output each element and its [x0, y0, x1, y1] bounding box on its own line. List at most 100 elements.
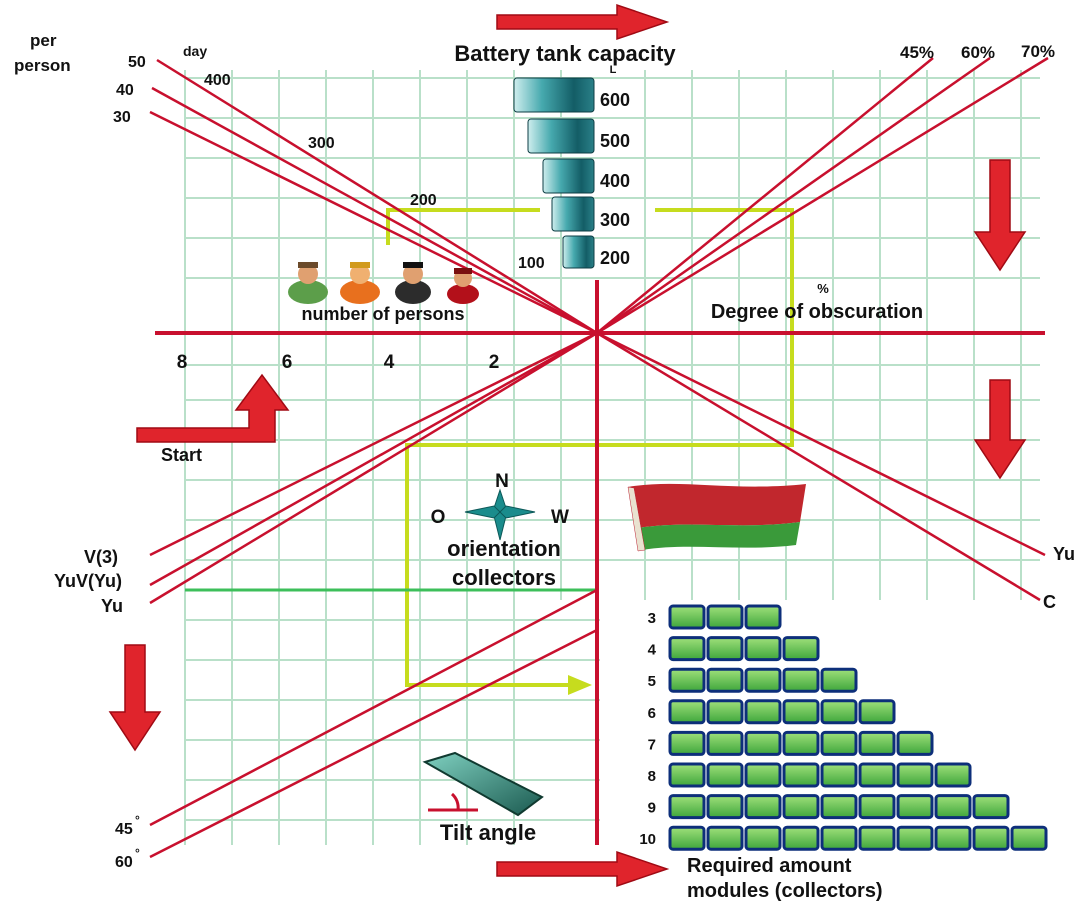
module-count-label: 4	[648, 642, 657, 659]
collector-module-icon	[820, 762, 858, 788]
collector-module-icon	[896, 825, 934, 851]
collector-module-icon	[706, 762, 744, 788]
tilt-angle-value: 45	[115, 821, 133, 838]
collector-module-icon	[668, 699, 706, 725]
collector-module-icon	[934, 825, 972, 851]
per-person-label: person	[14, 56, 71, 75]
compass-east-label: W	[551, 507, 569, 528]
day-value-label: 200	[410, 192, 437, 209]
persons-tick-label: 8	[177, 352, 188, 373]
per-person-value: 40	[116, 82, 134, 99]
collector-module-icon	[858, 699, 896, 725]
obscuration-axis-label: Degree of obscuration	[711, 301, 923, 323]
tank-capacity-label: 600	[600, 90, 630, 110]
collector-module-icon	[706, 667, 744, 693]
collector-module-icon	[744, 762, 782, 788]
module-count-label: 8	[648, 768, 656, 785]
day-value-label: 400	[204, 72, 231, 89]
collector-module-icon	[668, 604, 706, 630]
collector-module-icon	[896, 794, 934, 820]
orientation-right-label: Yu	[1053, 544, 1075, 564]
collector-module-icon	[820, 667, 858, 693]
tank-icon	[527, 118, 595, 154]
degree-mark: °	[135, 846, 140, 860]
collector-module-icon	[706, 794, 744, 820]
collector-module-icon	[896, 762, 934, 788]
battery-tank-icons	[513, 77, 595, 269]
collector-module-icon	[668, 730, 706, 756]
persons-tick-label: 4	[384, 352, 395, 373]
day-value-label: 100	[518, 255, 545, 272]
collector-module-icon	[744, 667, 782, 693]
orientation-label: orientation	[447, 536, 561, 561]
collector-module-icon	[820, 825, 858, 851]
collector-module-icon	[820, 794, 858, 820]
tank-icon	[551, 196, 595, 232]
obscuration-unit-label: %	[817, 281, 829, 296]
collector-module-icon	[782, 794, 820, 820]
day-value-label: 300	[308, 135, 335, 152]
persons-axis-label: number of persons	[301, 304, 464, 324]
person-icon	[447, 268, 479, 304]
modules-label: Required amount	[687, 855, 852, 877]
collector-module-icon	[668, 794, 706, 820]
orientation-left-label: V(3)	[84, 547, 118, 567]
red-scale-lines	[149, 56, 1049, 859]
arrow-right-top-icon	[496, 3, 670, 41]
collector-module-icon	[1010, 825, 1048, 851]
collector-module-icon	[896, 730, 934, 756]
per-person-value: 50	[128, 54, 146, 71]
collector-module-icon	[782, 825, 820, 851]
module-count-label: 5	[648, 673, 656, 690]
collector-module-icon	[668, 825, 706, 851]
collector-module-icon	[744, 794, 782, 820]
persons-tick-label: 6	[282, 352, 293, 373]
tank-icon	[513, 77, 595, 113]
module-count-label: 7	[648, 736, 656, 753]
red-arrows	[108, 3, 1027, 888]
collector-module-icon	[782, 667, 820, 693]
arrow-down-icon	[973, 159, 1027, 272]
collector-module-icon	[782, 762, 820, 788]
arrow-down-icon	[973, 379, 1027, 480]
tank-capacity-label: 300	[600, 210, 630, 230]
orientation-label: collectors	[452, 565, 556, 590]
tank-capacity-label: 200	[600, 248, 630, 268]
collector-module-icon	[706, 825, 744, 851]
orientation-left-label: YuV(Yu)	[54, 571, 122, 591]
person-icon	[288, 262, 328, 304]
tank-icon	[562, 235, 595, 269]
collector-module-icon	[668, 762, 706, 788]
tilt-angle-value: 60	[115, 854, 133, 871]
tilt-angle-label: Tilt angle	[440, 820, 536, 845]
day-label: day	[183, 43, 207, 59]
collector-module-icon	[706, 730, 744, 756]
collector-module-icon	[744, 825, 782, 851]
collector-module-icon	[858, 825, 896, 851]
collector-module-icon	[858, 730, 896, 756]
arrow-down-icon	[108, 644, 162, 752]
collector-module-icon	[972, 794, 1010, 820]
obscuration-value: 60%	[961, 43, 995, 62]
collector-module-icon	[782, 636, 820, 662]
per-person-label: per	[30, 31, 57, 50]
collector-module-icon	[858, 762, 896, 788]
arrow-right-bottom-icon	[496, 850, 670, 888]
collector-module-icon	[934, 762, 972, 788]
per-person-value: 30	[113, 109, 131, 126]
tank-icon	[542, 158, 595, 194]
compass-north-label: N	[495, 471, 509, 492]
collector-module-icon	[744, 604, 782, 630]
obscuration-value: 70%	[1021, 42, 1055, 61]
compass-west-label: O	[431, 507, 446, 528]
flag-icon	[627, 483, 806, 552]
collector-module-icon	[972, 825, 1010, 851]
obscuration-value: 45%	[900, 43, 934, 62]
chart-title: Battery tank capacity	[454, 41, 676, 66]
module-count-label: 9	[648, 800, 656, 817]
collector-module-icon	[820, 699, 858, 725]
collector-module-icon	[668, 667, 706, 693]
collector-module-icon	[782, 699, 820, 725]
collector-module-icon	[706, 636, 744, 662]
